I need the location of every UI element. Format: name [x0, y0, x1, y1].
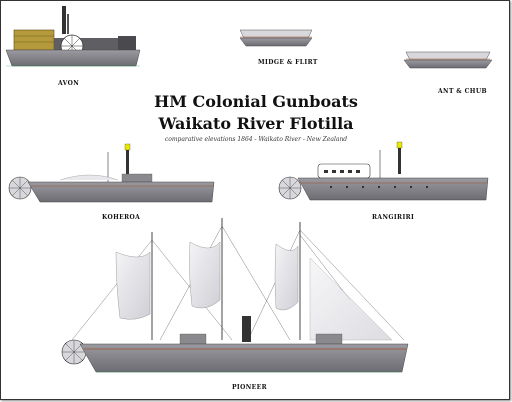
label-avon: AVON	[58, 80, 80, 87]
label-koheroa: KOHEROA	[102, 214, 141, 221]
ant-chub-elevation	[403, 51, 493, 69]
rangiriri-elevation	[278, 141, 489, 201]
label-midge-flirt: MIDGE & FLIRT	[258, 59, 318, 66]
title-line-1: HM Colonial Gunboats	[154, 92, 358, 111]
pioneer-elevation	[61, 218, 409, 373]
subtitle: comparative elevations 1864 - Waikato Ri…	[164, 136, 348, 143]
label-ant-chub: ANT & CHUB	[438, 88, 487, 95]
midge-flirt-elevation	[239, 29, 313, 47]
label-rangiriri: RANGIRIRI	[372, 214, 415, 221]
avon-elevation	[5, 6, 141, 67]
title-line-2: Waikato River Flotilla	[158, 114, 354, 133]
koheroa-elevation	[8, 143, 215, 203]
label-pioneer: PIONEER	[232, 384, 267, 391]
